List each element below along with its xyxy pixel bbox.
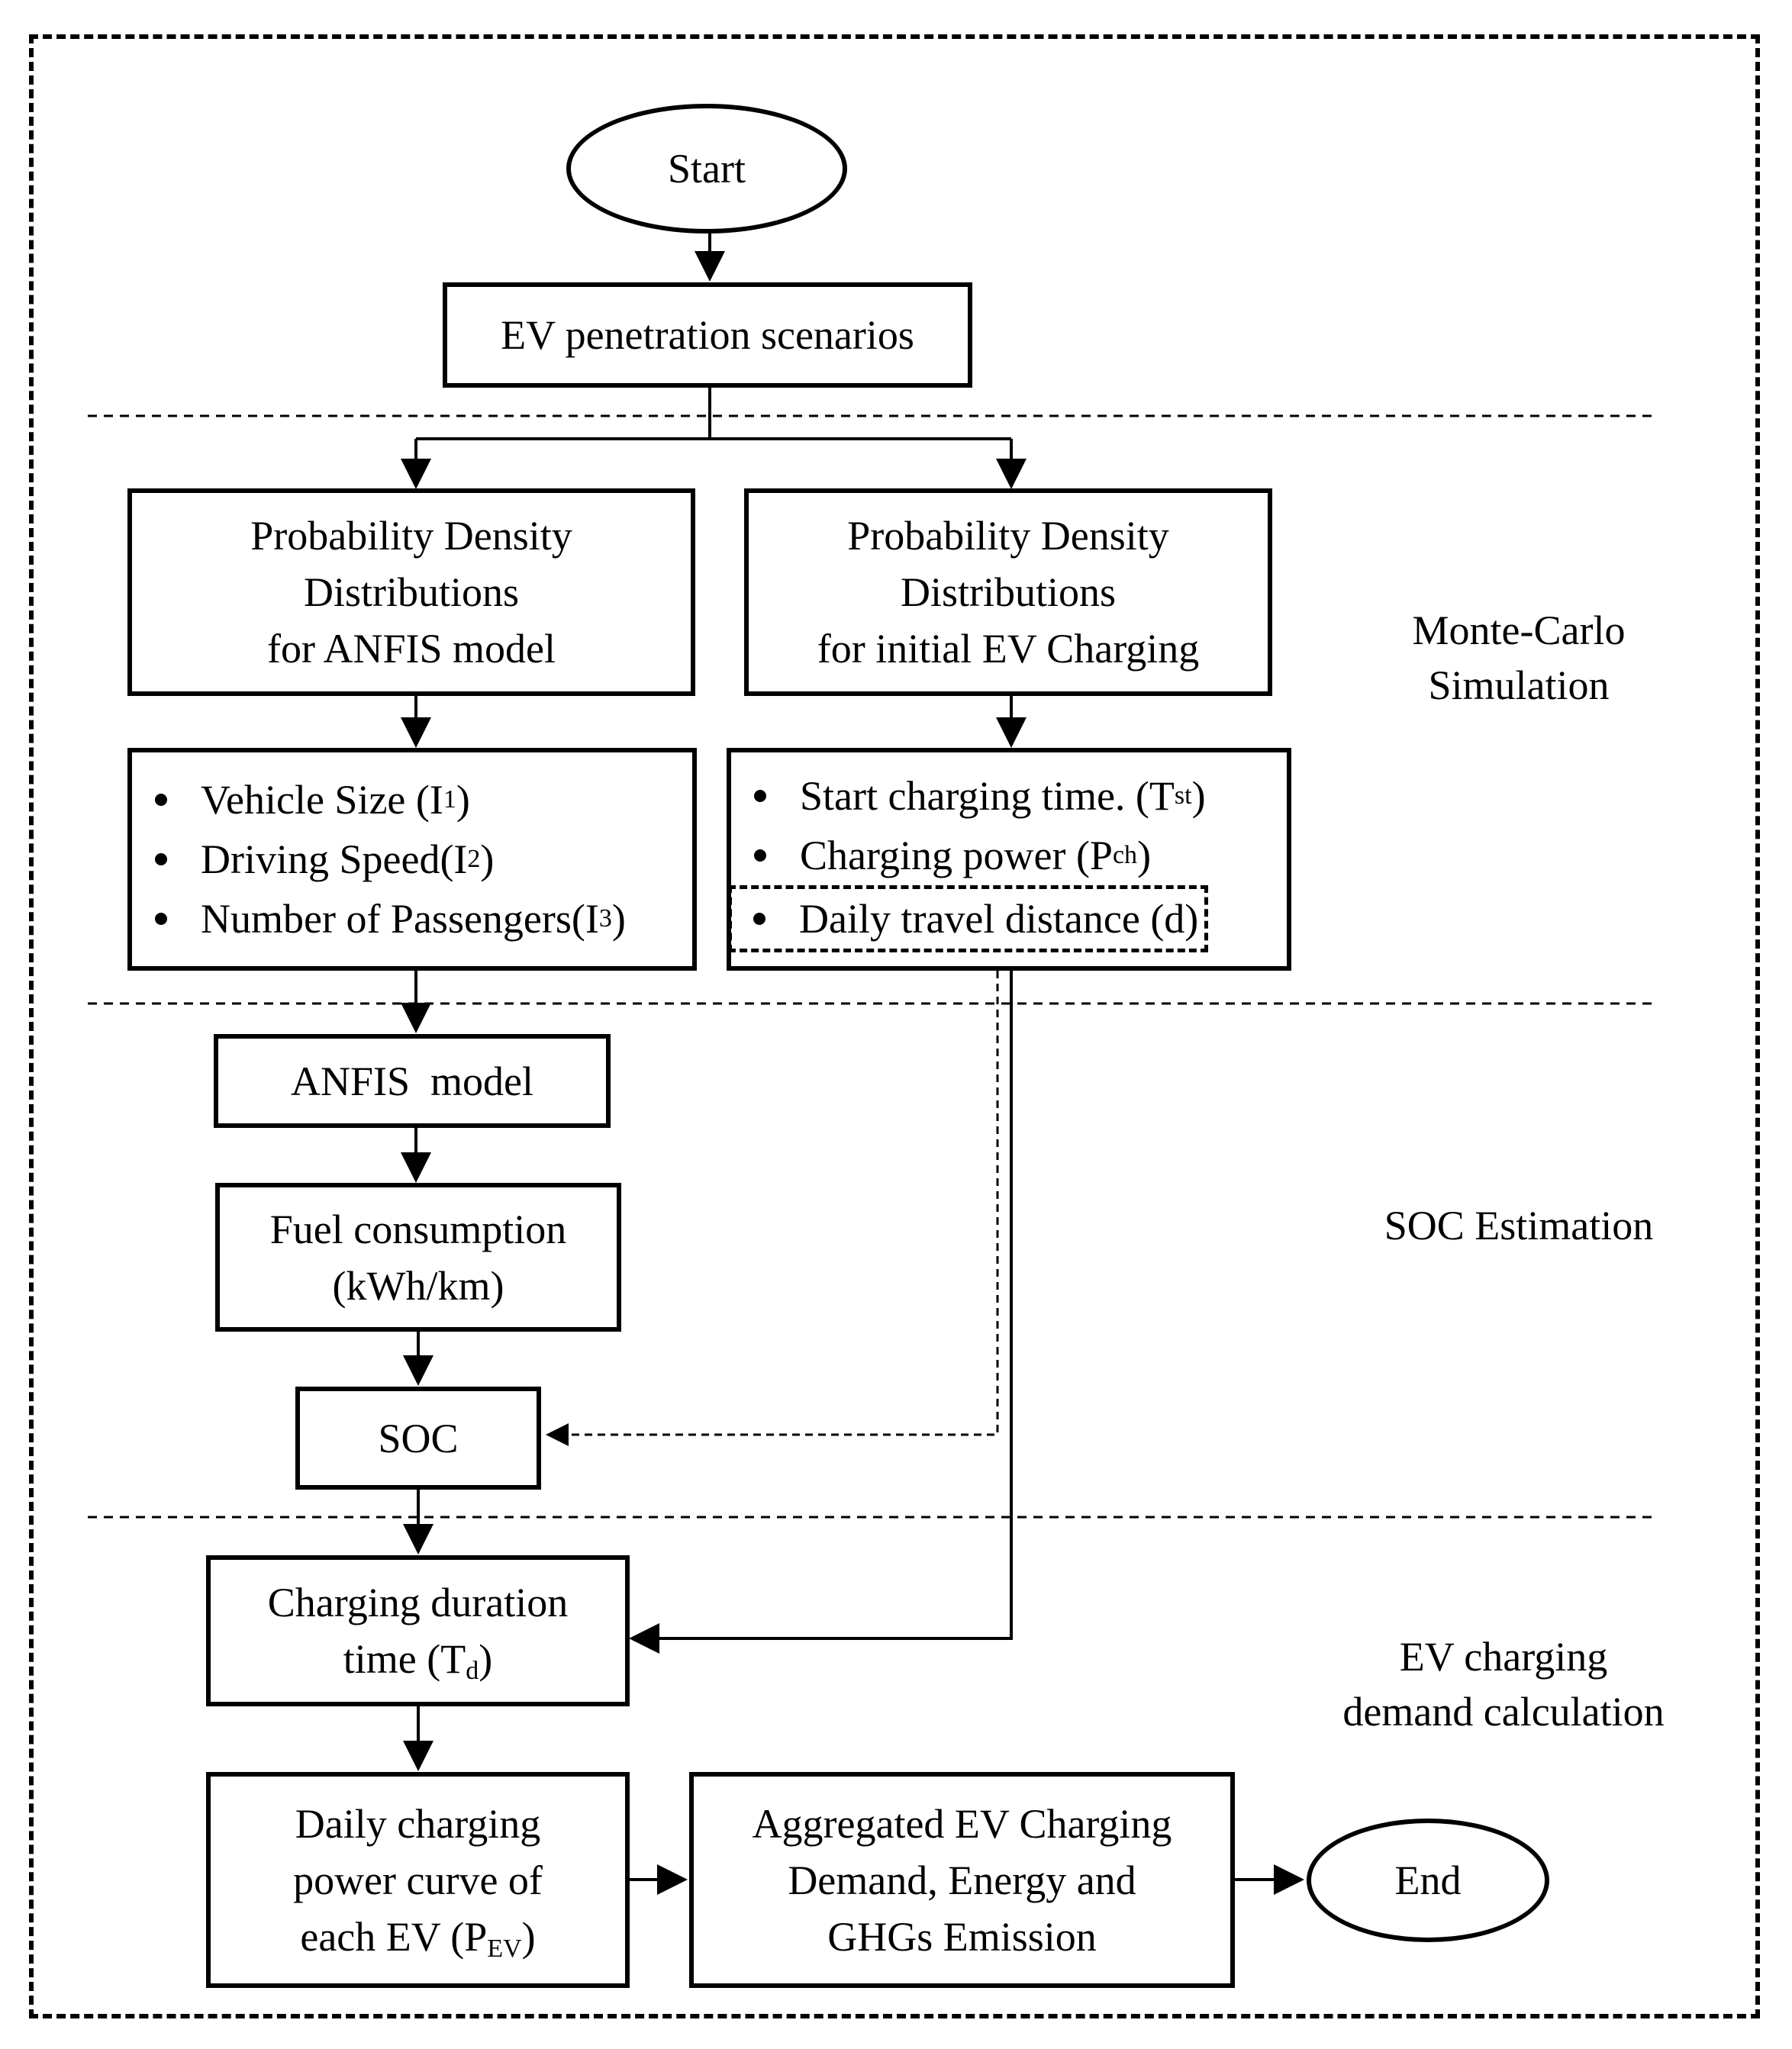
input-tail: ) bbox=[611, 896, 626, 942]
bullet-icon bbox=[754, 849, 766, 862]
curve-tail: ) bbox=[521, 1913, 536, 1960]
pdd-charging-node: Probability Density Distributions for in… bbox=[744, 488, 1272, 696]
arrow-distance-soc bbox=[546, 945, 999, 1446]
arrow-charging-duration bbox=[629, 971, 1013, 1654]
soc-label: SOC bbox=[378, 1415, 459, 1461]
duration-text: time (T bbox=[343, 1636, 466, 1682]
curve-subscript: EV bbox=[487, 1934, 522, 1963]
input-label: Vehicle Size (I bbox=[201, 777, 443, 823]
list-item-highlighted: Daily travel distance (d) bbox=[728, 885, 1209, 952]
curve-line-1: Daily charging bbox=[295, 1800, 541, 1847]
fuel-line-1: Fuel consumption bbox=[269, 1206, 567, 1252]
bullet-icon bbox=[754, 790, 766, 802]
duration-line-1: Charging duration bbox=[267, 1580, 569, 1625]
section-monte-carlo-line-2: Simulation bbox=[1428, 662, 1610, 708]
bullet-icon bbox=[155, 853, 167, 865]
outer-frame bbox=[29, 34, 1760, 2018]
soc-node: SOC bbox=[295, 1387, 541, 1490]
bullet-icon bbox=[155, 794, 167, 806]
bullet-icon bbox=[753, 913, 765, 925]
charging-duration-node: Charging duration time (Td) bbox=[206, 1555, 630, 1706]
pdd-anfis-node: Probability Density Distributions for AN… bbox=[127, 488, 695, 696]
section-soc-estimation: SOC Estimation bbox=[1328, 1198, 1710, 1253]
input-tail: ) bbox=[1191, 773, 1206, 819]
duration-line-2: time (Td) bbox=[343, 1631, 492, 1687]
anfis-model-node: ANFIS model bbox=[214, 1034, 611, 1128]
pdd-charging-line-3: for initial EV Charging bbox=[817, 626, 1200, 672]
pdd-charging-line-2: Distributions bbox=[900, 569, 1117, 615]
start-label: Start bbox=[668, 146, 746, 192]
pdd-anfis-line-1: Probability Density bbox=[250, 513, 572, 559]
fuel-consumption-node: Fuel consumption (kWh/km) bbox=[215, 1183, 621, 1332]
section-monte-carlo: Monte-Carlo Simulation bbox=[1366, 603, 1671, 713]
anfis-model-label: ANFIS model bbox=[290, 1058, 533, 1104]
section-demand-line-1: EV charging bbox=[1399, 1634, 1608, 1680]
input-tail: ) bbox=[480, 836, 495, 882]
scenarios-label: EV penetration scenarios bbox=[501, 312, 914, 358]
section-soc-estimation-label: SOC Estimation bbox=[1384, 1203, 1654, 1248]
input-label: Charging power (P bbox=[800, 833, 1113, 878]
input-label: Start charging time. (T bbox=[800, 773, 1175, 819]
input-label: Daily travel distance (d) bbox=[799, 896, 1199, 942]
duration-tail: ) bbox=[479, 1636, 493, 1682]
duration-subscript: d bbox=[466, 1657, 479, 1685]
aggregated-line-1: Aggregated EV Charging bbox=[752, 1800, 1172, 1847]
aggregated-line-3: GHGs Emission bbox=[827, 1913, 1097, 1960]
daily-curve-node: Daily charging power curve of each EV (P… bbox=[206, 1772, 630, 1988]
fuel-line-2: (kWh/km) bbox=[332, 1262, 504, 1309]
scenarios-node: EV penetration scenarios bbox=[443, 282, 972, 388]
section-monte-carlo-line-1: Monte-Carlo bbox=[1412, 607, 1626, 653]
start-node: Start bbox=[566, 104, 847, 234]
section-demand-line-2: demand calculation bbox=[1342, 1689, 1665, 1735]
pdd-anfis-line-2: Distributions bbox=[303, 569, 520, 615]
section-demand: EV charging demand calculation bbox=[1297, 1629, 1710, 1739]
end-label: End bbox=[1394, 1857, 1462, 1903]
aggregated-node: Aggregated EV Charging Demand, Energy an… bbox=[689, 1772, 1235, 1988]
input-label: Number of Passengers(I bbox=[201, 896, 599, 942]
input-tail: ) bbox=[1137, 833, 1152, 878]
aggregated-line-2: Demand, Energy and bbox=[788, 1857, 1136, 1903]
input-label: Driving Speed(I bbox=[201, 836, 468, 882]
pdd-anfis-line-3: for ANFIS model bbox=[267, 626, 556, 672]
pdd-charging-line-1: Probability Density bbox=[847, 513, 1169, 559]
bullet-icon bbox=[155, 913, 167, 925]
end-node: End bbox=[1307, 1819, 1549, 1942]
curve-line-3: each EV (PEV) bbox=[300, 1909, 535, 1965]
input-tail: ) bbox=[456, 777, 470, 823]
curve-line-2: power curve of bbox=[293, 1857, 543, 1903]
curve-text: each EV (P bbox=[300, 1913, 488, 1960]
